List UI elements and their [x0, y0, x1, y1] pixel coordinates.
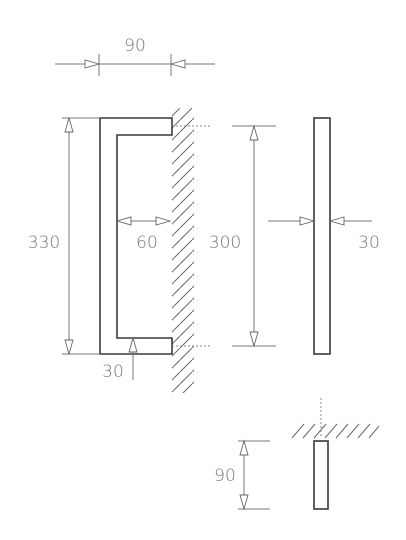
dimension-inner-depth: 60 — [115, 216, 172, 253]
fixing-centerlines — [172, 125, 212, 347]
dim-label-inner-depth: 60 — [136, 233, 158, 253]
dimension-top-width: 90 — [55, 36, 215, 76]
dim-label-side-depth: 90 — [214, 466, 236, 486]
handle-side-view — [313, 117, 331, 355]
handle-front-view — [99, 117, 173, 355]
wall-hatch-vertical — [172, 108, 194, 393]
dimension-side-depth: 90 — [214, 439, 270, 511]
dim-label-overall-height: 330 — [28, 233, 60, 253]
handle-detail-view — [313, 440, 329, 510]
dimension-bar-thickness: 30 — [268, 216, 380, 253]
dimension-hole-spacing: 300 — [209, 124, 276, 348]
dim-label-leg-thickness: 30 — [102, 362, 124, 382]
dim-label-top-width: 90 — [124, 36, 146, 56]
wall-hatch-horizontal — [291, 423, 380, 439]
dimension-leg-thickness: 30 — [102, 336, 138, 382]
dim-label-hole-spacing: 300 — [209, 233, 241, 253]
dimension-overall-height: 330 — [28, 116, 100, 356]
dim-label-bar-thickness: 30 — [358, 233, 380, 253]
